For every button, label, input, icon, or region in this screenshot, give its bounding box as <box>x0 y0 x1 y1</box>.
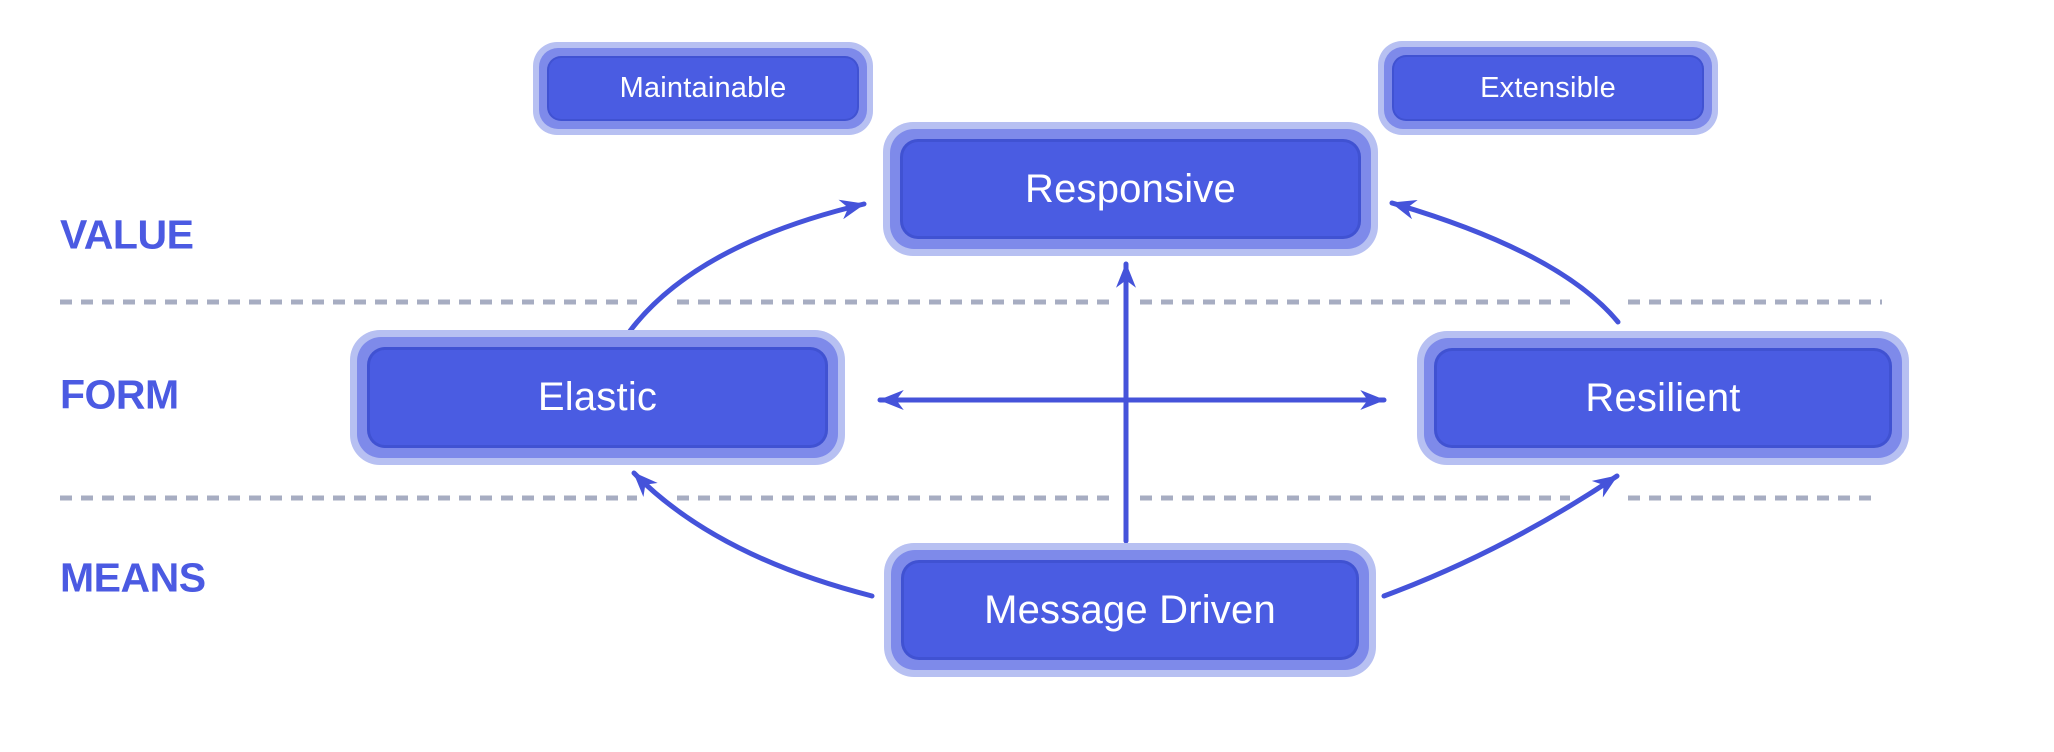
node-glow: Resilient <box>1424 338 1902 458</box>
node-extensible: Extensible <box>1378 41 1718 135</box>
node-glow: Extensible <box>1384 47 1712 129</box>
node-glow: Message Driven <box>891 550 1369 670</box>
node-message-driven: Message Driven <box>884 543 1376 677</box>
node-box: Message Driven <box>901 560 1359 660</box>
node-box: Resilient <box>1434 348 1892 448</box>
arrow-message-driven-to-elastic <box>631 470 875 599</box>
node-label: Elastic <box>537 375 658 419</box>
node-glow: Maintainable <box>539 48 867 129</box>
node-label: Responsive <box>1024 166 1236 211</box>
arrow-message-driven-to-resilient <box>1381 473 1620 599</box>
node-glow: Responsive <box>890 129 1371 249</box>
row-label-means: MEANS <box>60 554 206 601</box>
node-glow: Elastic <box>357 337 838 458</box>
node-box: Extensible <box>1392 55 1704 121</box>
node-maintainable: Maintainable <box>533 42 873 135</box>
node-box: Responsive <box>900 139 1361 239</box>
node-label: Message Driven <box>984 587 1276 632</box>
row-label-form: FORM <box>60 371 179 418</box>
node-label: Maintainable <box>619 72 787 104</box>
node-elastic: Elastic <box>350 330 845 465</box>
node-label: Extensible <box>1480 71 1616 104</box>
row-label-value: VALUE <box>60 211 194 258</box>
arrow-resilient-to-responsive <box>1389 200 1621 325</box>
node-responsive: Responsive <box>883 122 1378 256</box>
arrow-elastic-to-responsive <box>627 199 867 334</box>
node-label: Resilient <box>1585 375 1741 420</box>
node-box: Elastic <box>367 347 828 448</box>
node-resilient: Resilient <box>1417 331 1909 465</box>
node-box: Maintainable <box>547 56 859 121</box>
